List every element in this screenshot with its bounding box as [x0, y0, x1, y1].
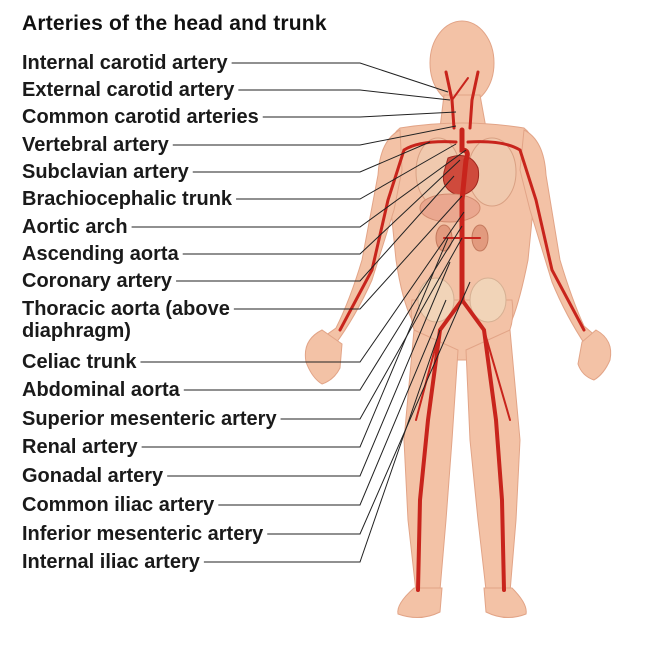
pelvic-bone-right [469, 277, 507, 323]
leader-line [172, 125, 457, 146]
leader-line [231, 62, 449, 93]
label-coronary: Coronary artery [22, 270, 173, 292]
leader-line [176, 175, 455, 282]
leader-line [141, 237, 449, 448]
leader-line [203, 329, 441, 563]
arm-left [321, 129, 403, 347]
leader-line [236, 143, 457, 200]
leg-branch-left [415, 329, 441, 421]
label-superior-mesenteric: Superior mesenteric artery [22, 408, 277, 430]
label-subclavian: Subclavian artery [22, 161, 189, 183]
leader-lines [131, 62, 471, 563]
leader-line [218, 299, 447, 506]
carotid-right [468, 70, 480, 130]
leg-left [403, 329, 459, 593]
leader-line [167, 261, 451, 477]
label-internal-carotid: Internal carotid artery [22, 52, 228, 74]
label-aortic-arch: Aortic arch [22, 216, 128, 238]
label-abdominal-aorta: Abdominal aorta [22, 379, 180, 401]
label-common-iliac: Common iliac artery [22, 494, 215, 516]
label-thoracic-aorta: Thoracic aorta (above [22, 298, 230, 320]
label-internal-iliac: Internal iliac artery [22, 551, 200, 573]
subclavian-left [338, 140, 458, 332]
label-vertebral: Vertebral artery [22, 134, 169, 156]
leader-line [238, 89, 451, 101]
head [429, 20, 495, 106]
label-common-carotid: Common carotid arteries [22, 106, 259, 128]
hand-left [304, 329, 343, 385]
leader-line [267, 281, 471, 535]
leader-line [262, 111, 457, 118]
leader-line [182, 159, 461, 255]
leader-line [140, 211, 465, 363]
leader-line [192, 141, 431, 173]
label-ascending-aorta: Ascending aorta [22, 243, 179, 265]
organs [415, 137, 517, 323]
leader-line [233, 195, 463, 310]
label-inferior-mesenteric: Inferior mesenteric artery [22, 523, 264, 545]
iliac-right [460, 298, 506, 592]
label-gonadal: Gonadal artery [22, 465, 164, 487]
carotid-branch [451, 77, 469, 101]
label-external-carotid: External carotid artery [22, 79, 235, 101]
leg-branch-right [483, 329, 511, 421]
leader-line [131, 149, 467, 228]
liver [419, 193, 481, 223]
leader-line [280, 237, 463, 420]
page-title: Arteries of the head and trunk [22, 12, 327, 35]
label-renal: Renal artery [22, 436, 138, 458]
foot-right [483, 587, 527, 618]
leader-line [183, 225, 463, 391]
foot-left [397, 587, 443, 618]
aorta-main [459, 127, 470, 303]
label-thoracic-aorta-cont: diaphragm) [22, 320, 131, 342]
body-silhouette [304, 20, 612, 618]
iliac-left [416, 298, 464, 592]
label-brachiocephalic: Brachiocephalic trunk [22, 188, 233, 210]
arm-right [519, 129, 599, 347]
subclavian-right [466, 140, 586, 332]
leg-right [465, 329, 521, 593]
hand-right [577, 329, 612, 381]
label-celiac-trunk: Celiac trunk [22, 351, 137, 373]
arteries [338, 70, 586, 592]
